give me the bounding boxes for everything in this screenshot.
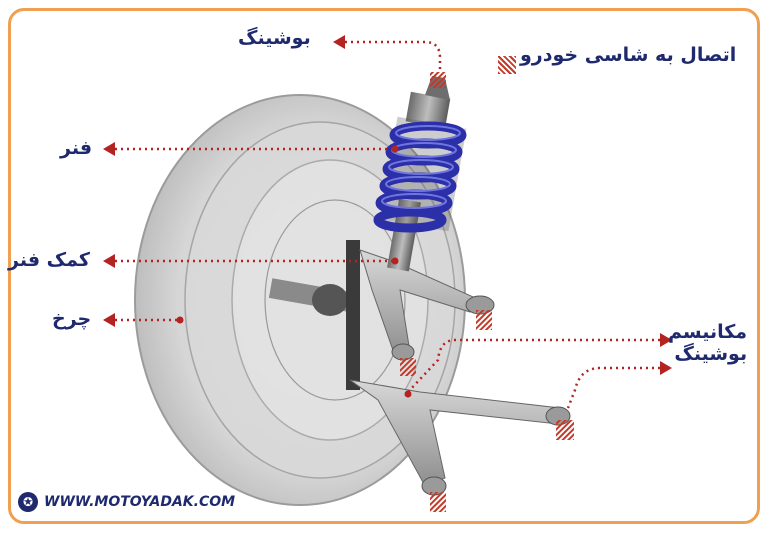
- brand-watermark: ✪ WWW.MOTOYADAK.COM: [18, 492, 235, 512]
- wheel-hub: [268, 278, 352, 316]
- leader-dots: [176, 145, 412, 398]
- hatched-square-icon: [498, 56, 516, 74]
- label-shock-absorber: کمک فنر: [8, 249, 90, 271]
- label-bushing-mechanism-line1: مکانیسم: [668, 321, 748, 343]
- shock-absorber: [387, 72, 451, 272]
- label-bushing-mechanism: مکانیسم بوشینگ: [668, 321, 748, 366]
- label-wheel: چرخ: [52, 308, 92, 330]
- upper-control-arm: [359, 249, 495, 376]
- leader-lines: [115, 40, 660, 409]
- coil-spring: [373, 116, 467, 233]
- motoyadak-logo-icon: ✪: [18, 492, 38, 512]
- brand-url: WWW.MOTOYADAK.COM: [44, 494, 236, 510]
- label-chassis-connection: اتصال به شاسی خودرو: [520, 44, 737, 66]
- arrowheads: [103, 35, 672, 375]
- label-bushing-mechanism-line2: بوشینگ: [674, 342, 748, 365]
- knuckle: [346, 240, 360, 390]
- label-bushing-top: بوشینگ: [238, 27, 311, 49]
- label-spring: فنر: [60, 137, 93, 159]
- lower-control-arm: [349, 379, 574, 512]
